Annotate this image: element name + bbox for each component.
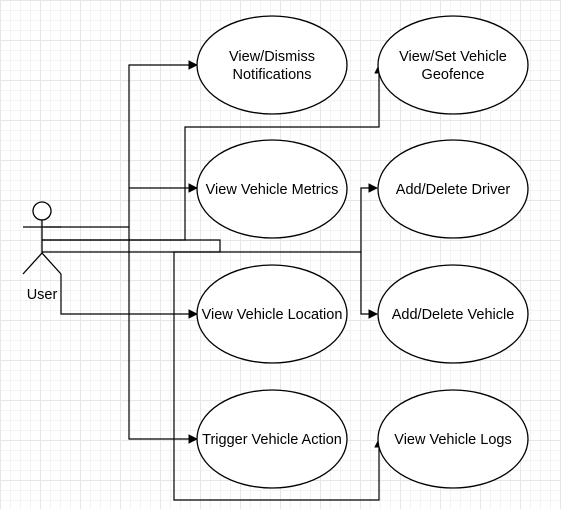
use-case-ellipse	[196, 389, 348, 489]
actor-user: User	[22, 201, 62, 303]
edge-user-driver	[42, 183, 378, 253]
edge-user-notifications	[44, 60, 198, 228]
use-case-label: Geofence	[422, 67, 485, 83]
edge-user-vehicle	[360, 252, 378, 319]
use-case-ellipse	[377, 139, 529, 239]
use-case-label: Add/Delete Driver	[396, 182, 511, 198]
use-case-location: View Vehicle Location	[196, 264, 348, 364]
edge-user-action	[128, 227, 198, 444]
actor-left-leg	[22, 252, 43, 275]
use-case-ellipse	[196, 15, 348, 115]
use-case-ellipse	[196, 139, 348, 239]
edge-user-location	[60, 274, 198, 319]
use-case-driver: Add/Delete Driver	[377, 139, 529, 239]
use-case-ellipse	[377, 264, 529, 364]
use-case-ellipse	[377, 15, 529, 115]
use-case-label: Trigger Vehicle Action	[202, 432, 342, 448]
use-case-ellipse	[196, 264, 348, 364]
actor-label: User	[27, 287, 58, 303]
edges	[42, 60, 384, 501]
use-case-label: View Vehicle Location	[202, 307, 343, 323]
use-case-label: View Vehicle Logs	[394, 432, 511, 448]
use-case-label: View/Set Vehicle	[399, 49, 507, 65]
actor-right-leg	[41, 252, 62, 275]
use-case-label: View/Dismiss	[229, 49, 315, 65]
use-case-logs: View Vehicle Logs	[377, 389, 529, 489]
use-case-action: Trigger Vehicle Action	[196, 389, 348, 489]
use-case-vehicle: Add/Delete Vehicle	[377, 264, 529, 364]
use-case-label: Notifications	[233, 67, 312, 83]
use-case-label: Add/Delete Vehicle	[392, 307, 515, 323]
actor-head	[32, 201, 52, 221]
use-case-label: View Vehicle Metrics	[206, 182, 339, 198]
use-case-metrics: View Vehicle Metrics	[196, 139, 348, 239]
use-case-ellipse	[377, 389, 529, 489]
